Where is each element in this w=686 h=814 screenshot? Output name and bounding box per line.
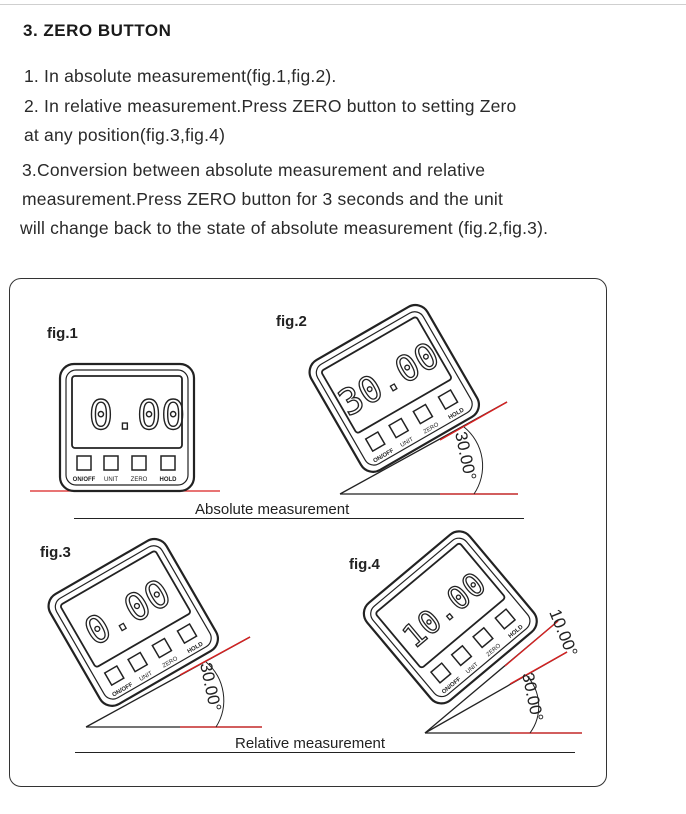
fig1-onoff-label: ON/OFF — [73, 477, 96, 483]
absolute-caption: Absolute measurement — [193, 501, 352, 518]
relative-caption-rule — [75, 752, 575, 754]
fig1-device: 0.00 ON/OFF UNIT ZERO HOLD — [30, 362, 220, 493]
fig2-label: fig.2 — [276, 313, 307, 330]
fig4-large-angle-label: 30.00° — [518, 671, 547, 723]
instruction-line-4: 3.Conversion between absolute measuremen… — [22, 160, 486, 180]
top-divider — [0, 4, 686, 5]
fig1-unit-label: UNIT — [104, 477, 118, 483]
fig2-angle-label: 30.00° — [451, 430, 480, 482]
section-heading: 3. ZERO BUTTON — [23, 21, 172, 40]
fig3-label: fig.3 — [40, 544, 71, 561]
fig4-small-angle-label: 10.00° — [545, 606, 581, 659]
fig1-lcd-value: 0.00 — [89, 393, 185, 439]
fig4-device: 30.00° 10.00° 10.00 ON/OFF UNIT ZERO HOL… — [362, 530, 582, 734]
fig4-label: fig.4 — [349, 556, 380, 573]
fig2-device: 30.00° 30.00 ON/OFF UNIT ZERO HOLD — [308, 303, 518, 495]
instruction-line-1: 1. In absolute measurement(fig.1,fig.2). — [24, 66, 337, 86]
absolute-caption-rule — [74, 518, 524, 520]
relative-caption: Relative measurement — [233, 735, 388, 752]
instruction-line-5: measurement.Press ZERO button for 3 seco… — [22, 189, 504, 209]
fig3-device: 30.00° 0.00 ON/OFF UNIT ZERO HOLD — [47, 537, 262, 728]
instruction-line-3: at any position(fig.3,fig.4) — [24, 125, 226, 145]
fig3-angle-label: 30.00° — [196, 661, 225, 713]
fig1-hold-label: HOLD — [160, 477, 178, 483]
fig1-lcd — [71, 375, 183, 449]
fig1-zero-label: ZERO — [131, 477, 148, 483]
figures-panel — [9, 278, 607, 787]
fig1-label: fig.1 — [47, 325, 78, 342]
instruction-line-6: will change back to the state of absolut… — [20, 218, 549, 238]
instruction-line-2: 2. In relative measurement.Press ZERO bu… — [24, 96, 517, 116]
